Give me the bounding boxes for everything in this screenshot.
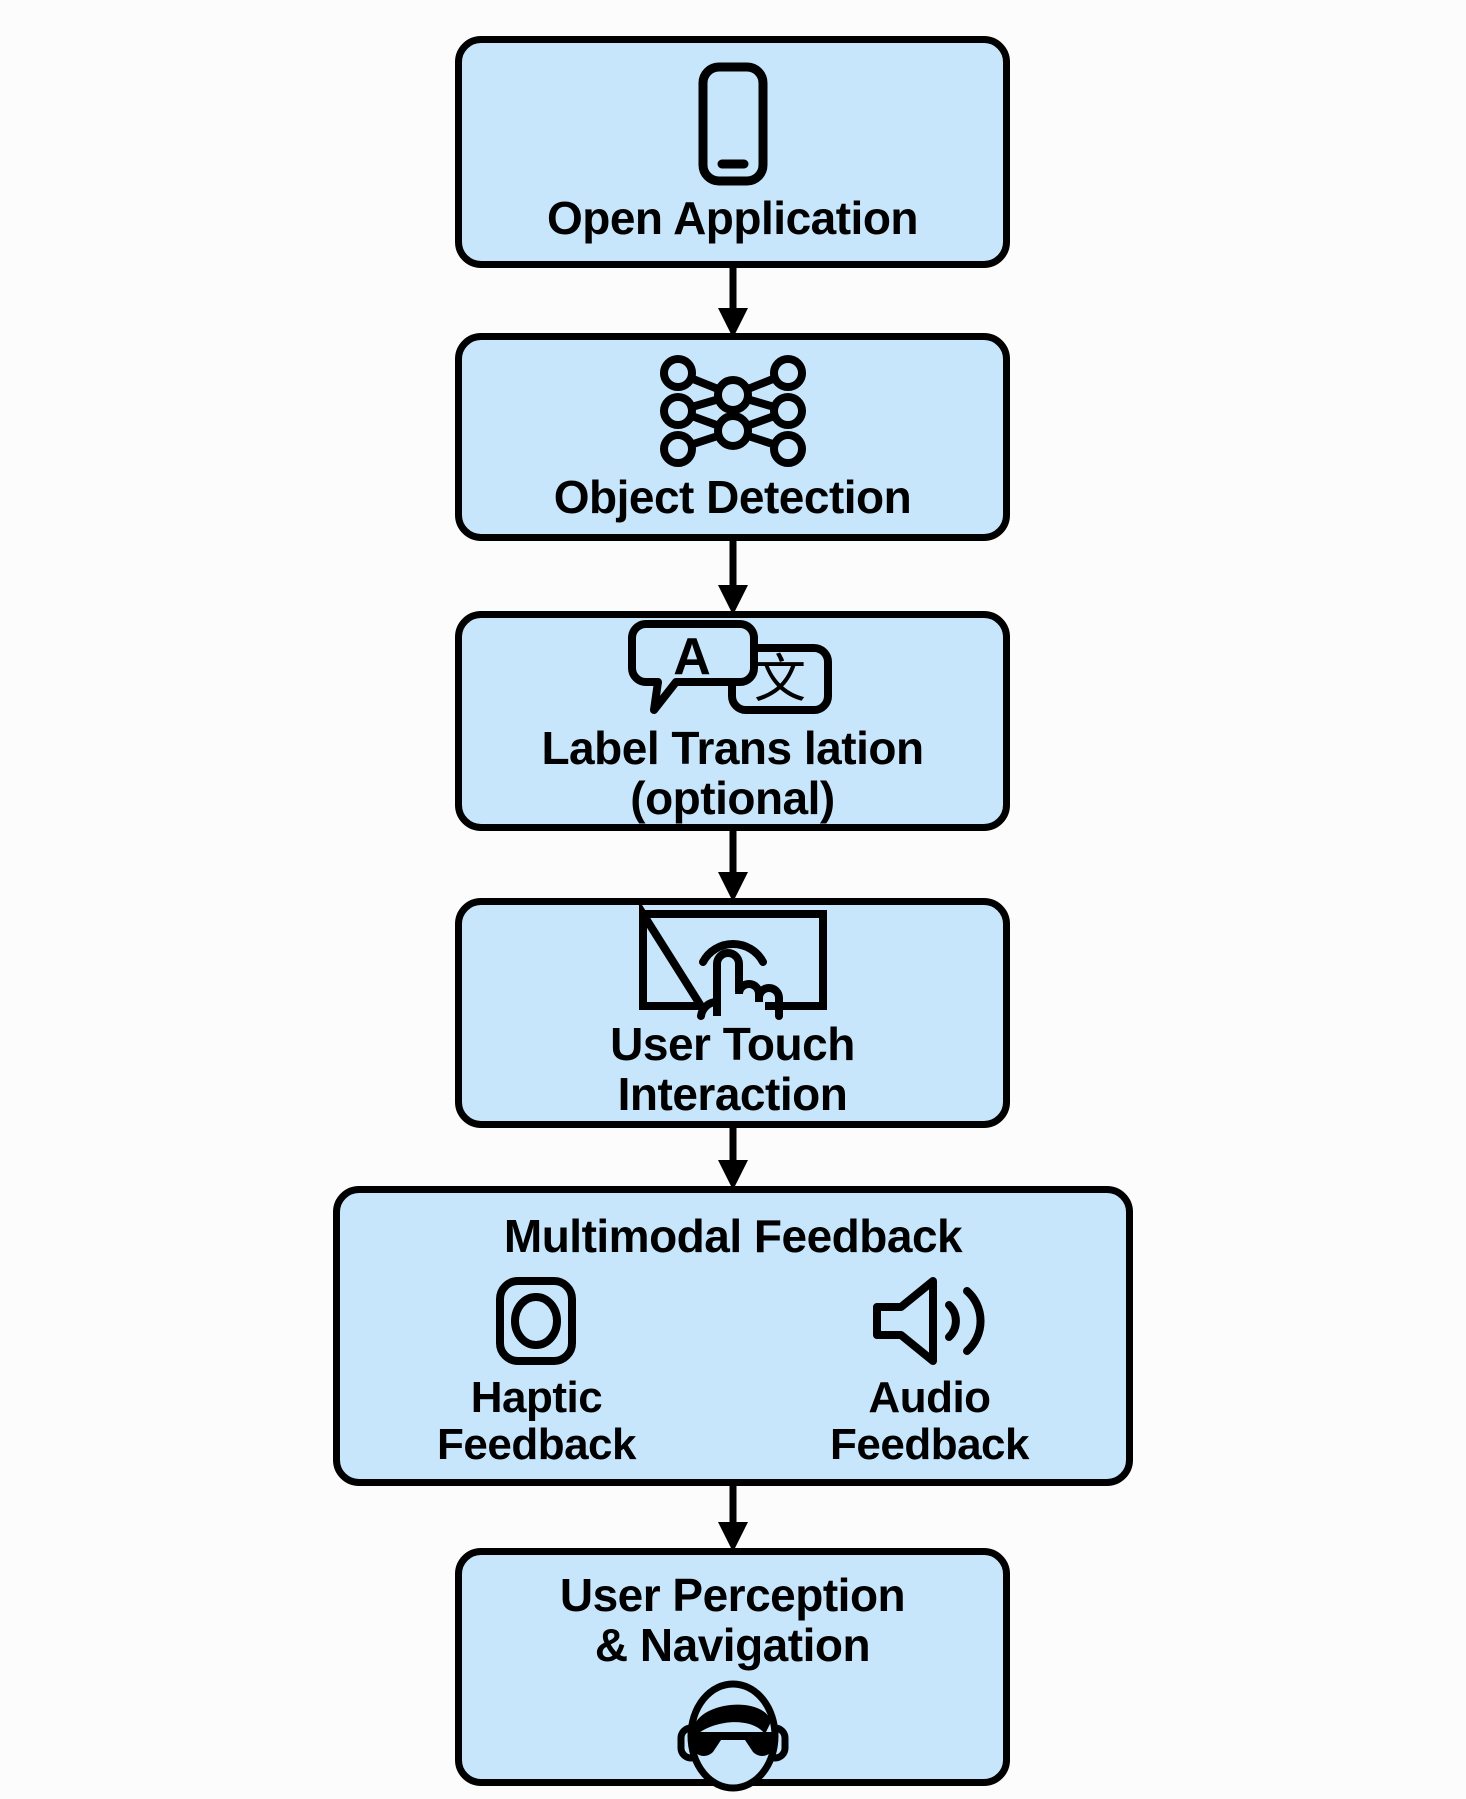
flow-node-multimodal-feedback[interactable]: Multimodal Feedback Haptic Feedback xyxy=(333,1186,1133,1486)
multimodal-feedback-title: Multimodal Feedback xyxy=(503,1210,963,1262)
flow-arrow-4 xyxy=(713,1124,753,1192)
flow-node-label: User Touch Interaction xyxy=(610,1018,855,1120)
feedback-item-haptic[interactable]: Haptic Feedback xyxy=(437,1275,636,1468)
feedback-modalities-row: Haptic Feedback Audio Feedback xyxy=(340,1275,1126,1468)
flow-node-label: Label Trans lation (optional) xyxy=(541,722,924,824)
flow-arrow-3 xyxy=(713,827,753,904)
feedback-item-label: Haptic Feedback xyxy=(437,1373,636,1469)
flow-node-open-application[interactable]: Open Application xyxy=(455,36,1010,268)
neural-network-icon xyxy=(648,351,818,469)
translate-icon: 文 A xyxy=(627,618,838,718)
flow-node-label: User Perception & Navigation xyxy=(559,1569,906,1671)
flow-node-object-detection[interactable]: Object Detection xyxy=(455,333,1010,541)
svg-text:A: A xyxy=(673,628,711,686)
feedback-item-audio[interactable]: Audio Feedback xyxy=(830,1275,1029,1468)
touch-screen-icon xyxy=(633,900,833,1021)
feedback-item-label: Audio Feedback xyxy=(830,1373,1029,1469)
smartphone-icon xyxy=(678,60,788,188)
flow-node-user-touch[interactable]: User Touch Interaction xyxy=(455,898,1010,1128)
vibration-icon xyxy=(490,1275,582,1367)
svg-text:文: 文 xyxy=(753,650,805,710)
speaker-icon xyxy=(867,1275,991,1367)
flow-arrow-2 xyxy=(713,537,753,617)
flow-node-user-perception[interactable]: User Perception & Navigation xyxy=(455,1548,1010,1792)
flow-node-label: Object Detection xyxy=(553,471,912,524)
flow-node-label: Open Application xyxy=(546,192,919,245)
flow-arrow-1 xyxy=(713,264,753,340)
blind-user-face-icon xyxy=(669,1676,797,1794)
flow-arrow-5 xyxy=(713,1482,753,1554)
flow-node-label-translation[interactable]: 文 A Label Trans lation (optional) xyxy=(455,611,1010,831)
